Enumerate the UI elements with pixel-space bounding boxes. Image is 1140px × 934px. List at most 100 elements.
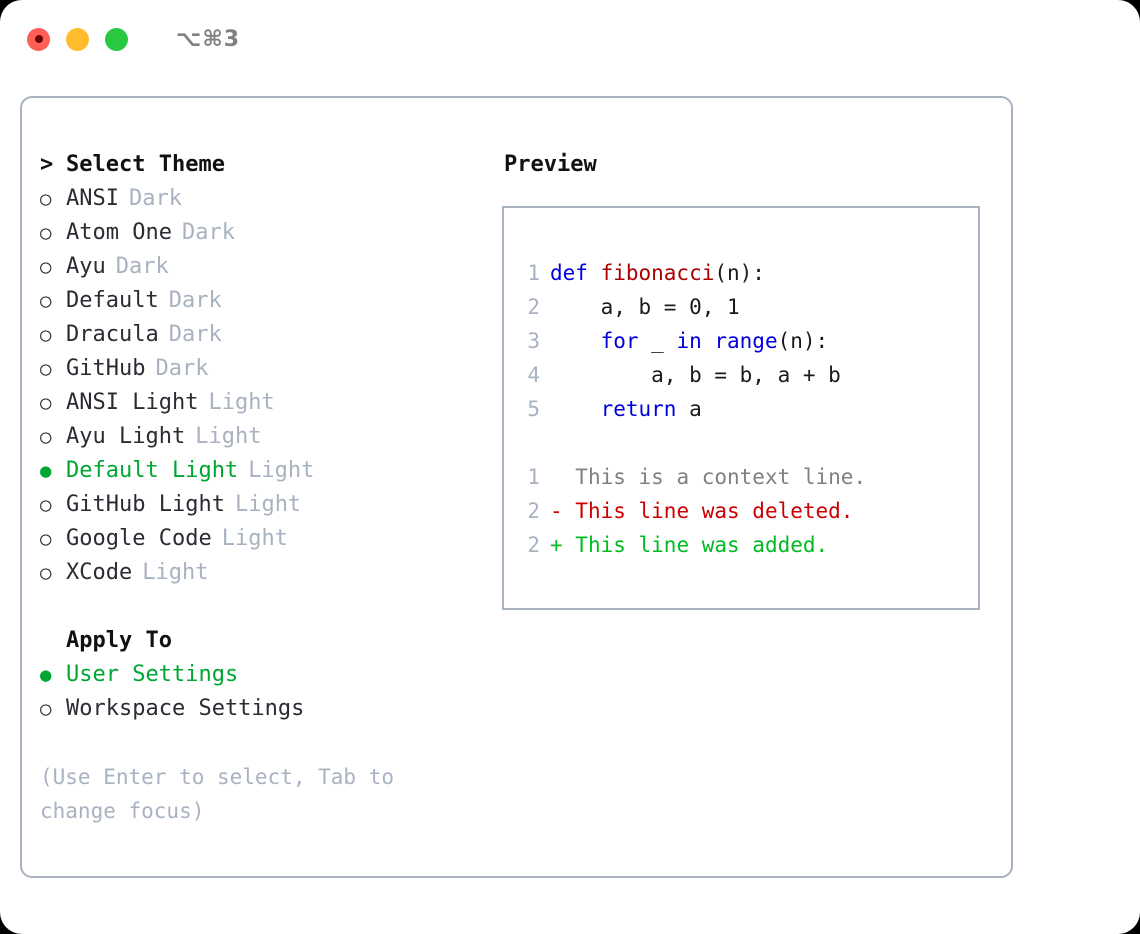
theme-option-label: ANSI Light [66, 390, 199, 415]
focus-marker-icon: > [40, 152, 54, 177]
diff-marker: + [550, 533, 563, 557]
diff-content: This line was deleted. [562, 499, 854, 523]
code-token-keyword: def [550, 261, 601, 285]
theme-option-tag: Light [195, 424, 262, 449]
apply-to-header: Apply To [40, 624, 502, 658]
radio-unselected-icon: ○ [40, 494, 52, 516]
radio-unselected-icon: ○ [40, 426, 52, 448]
line-number: 4 [527, 363, 540, 387]
theme-option-ansi-light[interactable]: ○ ANSI Light Light [40, 386, 502, 420]
code-content: a, b = 0, 1 [550, 290, 740, 324]
theme-option-tag: Light [208, 390, 275, 415]
radio-unselected-icon: ○ [40, 392, 52, 414]
theme-option-label: Google Code [66, 526, 212, 551]
diff-content: This line was added. [562, 533, 829, 557]
code-content: for _ in range(n): [550, 324, 829, 358]
close-window-button[interactable] [27, 27, 50, 51]
theme-option-ayu-dark[interactable]: ○ Ayu Dark [40, 250, 502, 284]
apply-to-option-workspace-settings[interactable]: ○ Workspace Settings [40, 692, 502, 726]
theme-option-label: XCode [66, 560, 133, 585]
theme-option-default-light[interactable]: ● Default Light Light [40, 454, 502, 488]
preview-code-box: 1 def fibonacci(n): 2 a, b = 0, 1 3 for … [502, 206, 980, 610]
window-titlebar: ⌥⌘3 [0, 0, 1140, 78]
diff-line-added: 2 + This line was added. [516, 528, 978, 562]
theme-option-tag: Dark [168, 322, 222, 347]
select-theme-title: Select Theme [66, 152, 225, 177]
radio-selected-icon: ● [40, 664, 52, 686]
code-line: 4 a, b = b, a + b [516, 358, 978, 392]
theme-option-tag: Light [142, 560, 209, 585]
theme-option-label: Dracula [66, 322, 159, 347]
code-token-plain [550, 329, 601, 353]
code-token-plain: a, b = 0, 1 [550, 295, 740, 319]
preview-title: Preview [504, 152, 597, 177]
code-token-plain [550, 397, 601, 421]
apply-to-option-label: User Settings [66, 662, 239, 687]
line-number: 2 [527, 295, 540, 319]
code-content: return a [550, 392, 702, 426]
radio-unselected-icon: ○ [40, 222, 52, 244]
theme-option-label: Ayu Light [66, 424, 186, 449]
select-theme-header: > Select Theme [40, 148, 502, 182]
line-number: 2 [527, 533, 540, 557]
code-line: 2 a, b = 0, 1 [516, 290, 978, 324]
radio-unselected-icon: ○ [40, 256, 52, 278]
radio-unselected-icon: ○ [40, 290, 52, 312]
theme-option-tag: Dark [115, 254, 169, 279]
code-line: 3 for _ in range(n): [516, 324, 978, 358]
maximize-window-button[interactable] [105, 27, 128, 51]
theme-option-github-light[interactable]: ○ GitHub Light Light [40, 488, 502, 522]
theme-option-tag: Light [234, 492, 302, 517]
code-token-plain: (n): [714, 261, 765, 285]
theme-option-label: GitHub [66, 356, 146, 381]
theme-option-tag: Dark [128, 186, 182, 211]
theme-option-google-code[interactable]: ○ Google Code Light [40, 522, 502, 556]
diff-marker [550, 460, 563, 494]
traffic-light-group [27, 27, 128, 51]
diff-marker: - [550, 499, 563, 523]
line-number: 5 [527, 397, 540, 421]
apply-to-option-user-settings[interactable]: ● User Settings [40, 658, 502, 692]
diff-content: This is a context line. [562, 465, 867, 489]
main-card: > Select Theme ○ ANSI Dark ○ Atom One Da… [20, 96, 1013, 878]
minimize-window-button[interactable] [66, 27, 89, 51]
preview-panel: Preview 1 def fibonacci(n): 2 a, b = 0, … [502, 148, 1011, 828]
theme-option-label: Default Light [66, 458, 239, 483]
theme-option-label: GitHub Light [66, 492, 225, 517]
code-token-plain: a [676, 397, 702, 421]
diff-line-deleted: 2 - This line was deleted. [516, 494, 978, 528]
code-token-function: fibonacci [600, 261, 715, 285]
line-number: 3 [527, 329, 540, 353]
window-shortcut-label: ⌥⌘3 [176, 26, 241, 52]
theme-panel: > Select Theme ○ ANSI Dark ○ Atom One Da… [40, 148, 502, 828]
theme-option-label: ANSI [66, 186, 119, 211]
line-number: 1 [527, 465, 540, 489]
radio-unselected-icon: ○ [40, 698, 52, 720]
code-line: 5 return a [516, 392, 978, 426]
theme-option-github-dark[interactable]: ○ GitHub Dark [40, 352, 502, 386]
code-content: def fibonacci(n): [550, 256, 765, 290]
theme-option-ansi-dark[interactable]: ○ ANSI Dark [40, 182, 502, 216]
theme-option-dracula-dark[interactable]: ○ Dracula Dark [40, 318, 502, 352]
radio-unselected-icon: ○ [40, 324, 52, 346]
line-number: 2 [527, 499, 540, 523]
hint-spacer [40, 726, 502, 760]
code-token-keyword: in range [676, 329, 778, 353]
code-token-plain: _ [638, 329, 677, 353]
code-token-plain: a, b = b, a + b [550, 363, 841, 387]
radio-unselected-icon: ○ [40, 188, 52, 210]
theme-option-xcode[interactable]: ○ XCode Light [40, 556, 502, 590]
radio-unselected-icon: ○ [40, 358, 52, 380]
theme-option-tag: Dark [155, 356, 209, 381]
theme-option-default-dark[interactable]: ○ Default Dark [40, 284, 502, 318]
apply-to-marker-slot [40, 624, 66, 658]
radio-unselected-icon: ○ [40, 562, 52, 584]
theme-option-tag: Light [221, 526, 288, 551]
theme-option-ayu-light[interactable]: ○ Ayu Light Light [40, 420, 502, 454]
list-spacer [40, 590, 502, 624]
code-token-keyword: return [600, 397, 677, 421]
theme-option-label: Ayu [66, 254, 106, 279]
theme-option-atom-one-dark[interactable]: ○ Atom One Dark [40, 216, 502, 250]
apply-to-title: Apply To [66, 628, 172, 653]
